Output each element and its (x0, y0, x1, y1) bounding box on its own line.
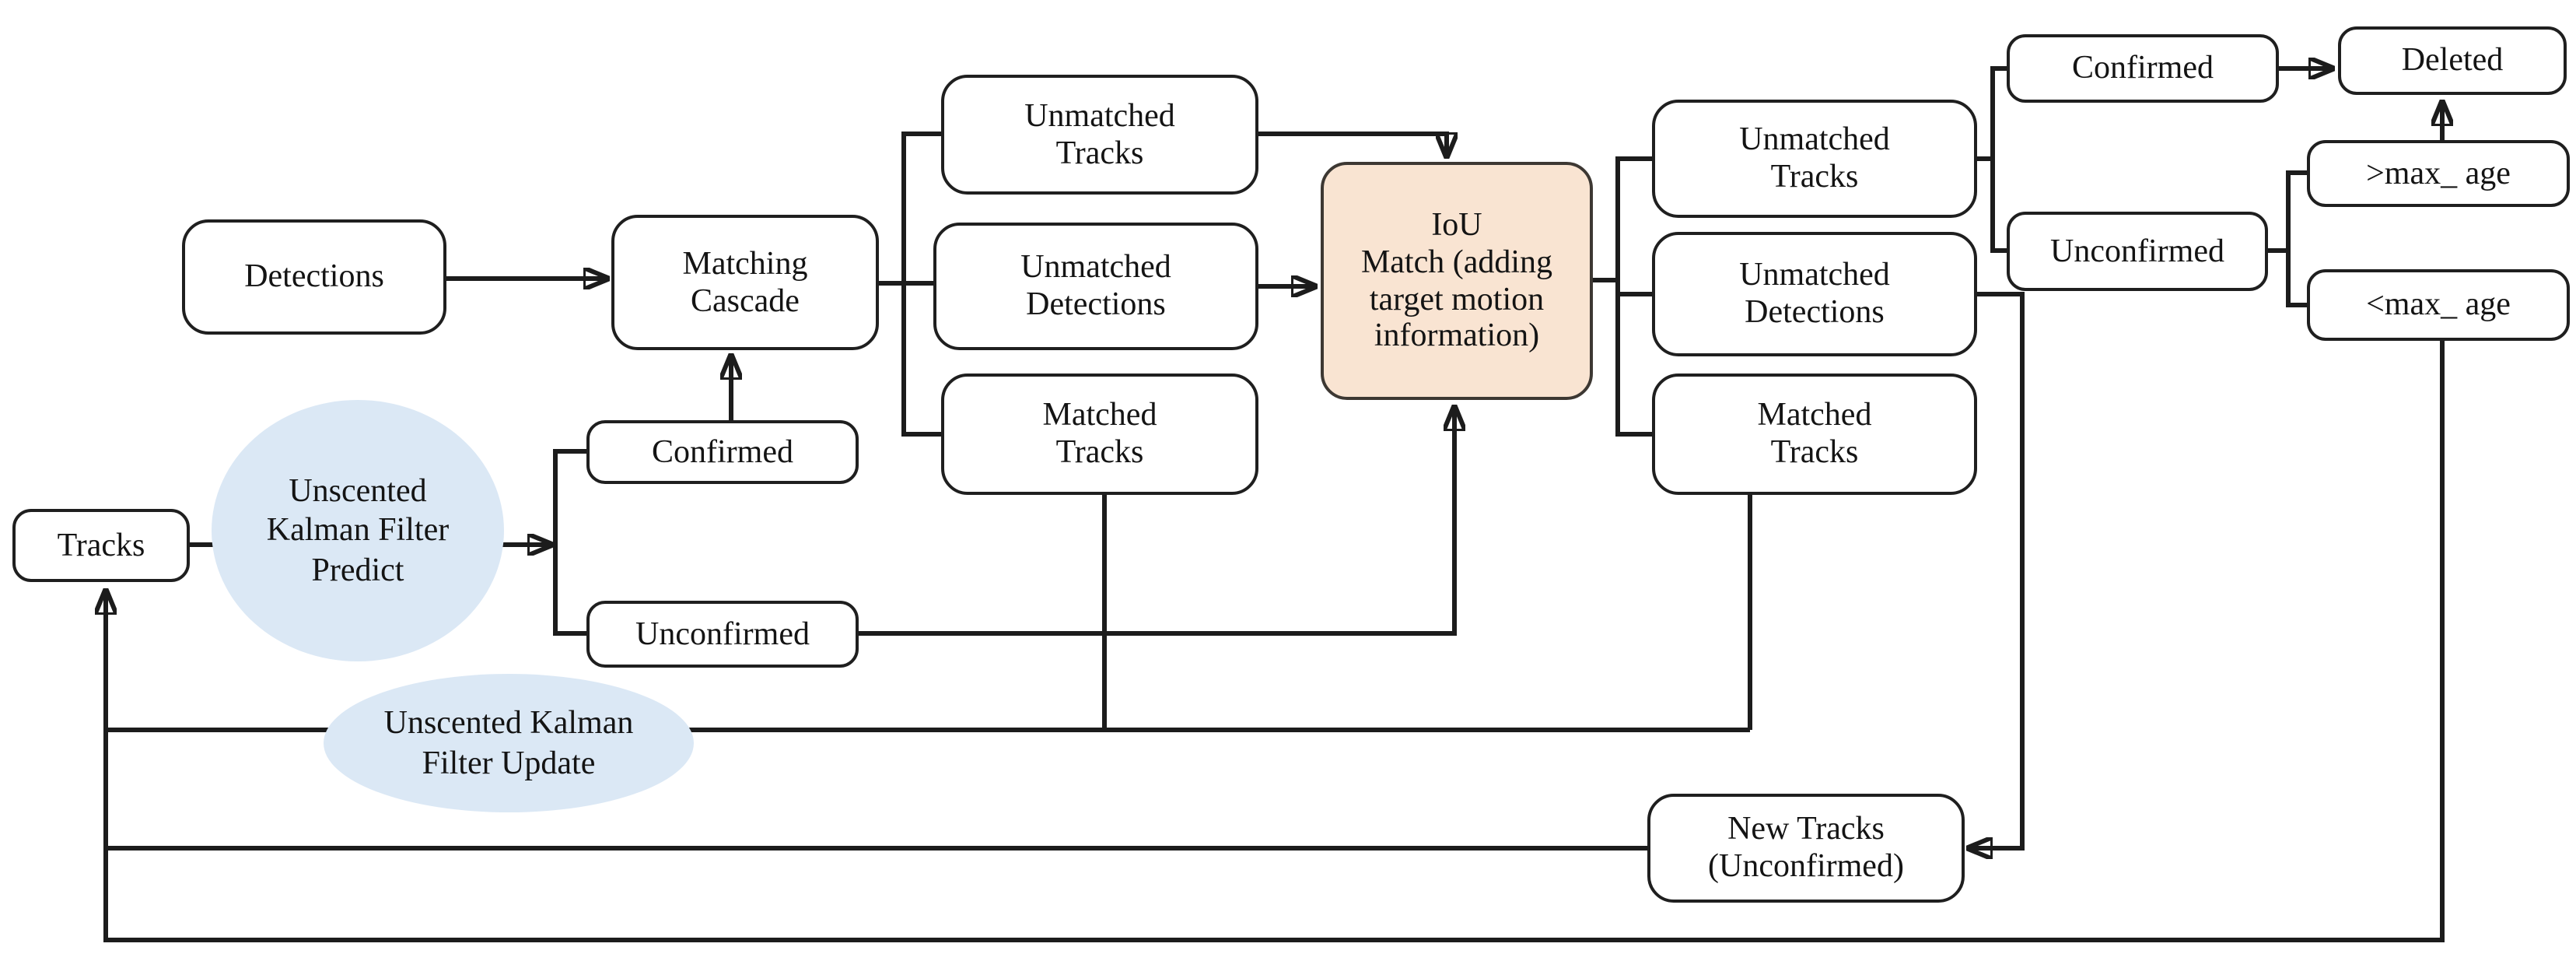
bracket-col2 (1615, 156, 1652, 437)
node-matched-tracks-2: Matched Tracks (1652, 374, 1977, 495)
edge-unconfirmed-to-iou-bottom (859, 408, 1454, 636)
node-detections: Detections (182, 219, 446, 335)
node-confirmed-left: Confirmed (586, 420, 859, 484)
node-unmatched-detections-2: Unmatched Detections (1652, 232, 1977, 356)
node-unmatched-detections-1: Unmatched Detections (933, 223, 1258, 350)
node-unconfirmed-left: Unconfirmed (586, 601, 859, 668)
node-tracks: Tracks (12, 509, 190, 582)
bracket-col1 (901, 132, 941, 437)
node-deleted: Deleted (2338, 26, 2567, 95)
bracket-confirmed2-unconfirmed2 (1990, 66, 2007, 253)
node-unmatched-tracks-1: Unmatched Tracks (941, 75, 1258, 195)
node-unconfirmed-right: Unconfirmed (2007, 212, 2268, 291)
node-matched-tracks-1: Matched Tracks (941, 374, 1258, 495)
edge-unmatched-detections2-to-new-tracks (1969, 292, 2025, 848)
node-unmatched-tracks-2: Unmatched Tracks (1652, 100, 1977, 218)
edge-lt-max-age-return-to-tracks (106, 341, 2445, 942)
node-new-tracks: New Tracks (Unconfirmed) (1647, 794, 1965, 903)
node-confirmed-right: Confirmed (2007, 34, 2279, 103)
edge-unmatched-tracks1-to-iou-top (1258, 132, 1447, 156)
node-lt-max-age: <max_ age (2307, 269, 2570, 341)
bracket-confirmed-unconfirmed (553, 449, 586, 636)
node-gt-max-age: >max_ age (2307, 140, 2570, 207)
bracket-max-age (2286, 170, 2307, 307)
node-ukf-update: Unscented Kalman Filter Update (324, 674, 694, 812)
node-matching-cascade: Matching Cascade (611, 215, 879, 350)
node-ukf-predict: Unscented Kalman Filter Predict (212, 400, 504, 661)
node-iou-match: IoU Match (adding target motion informat… (1321, 162, 1593, 400)
